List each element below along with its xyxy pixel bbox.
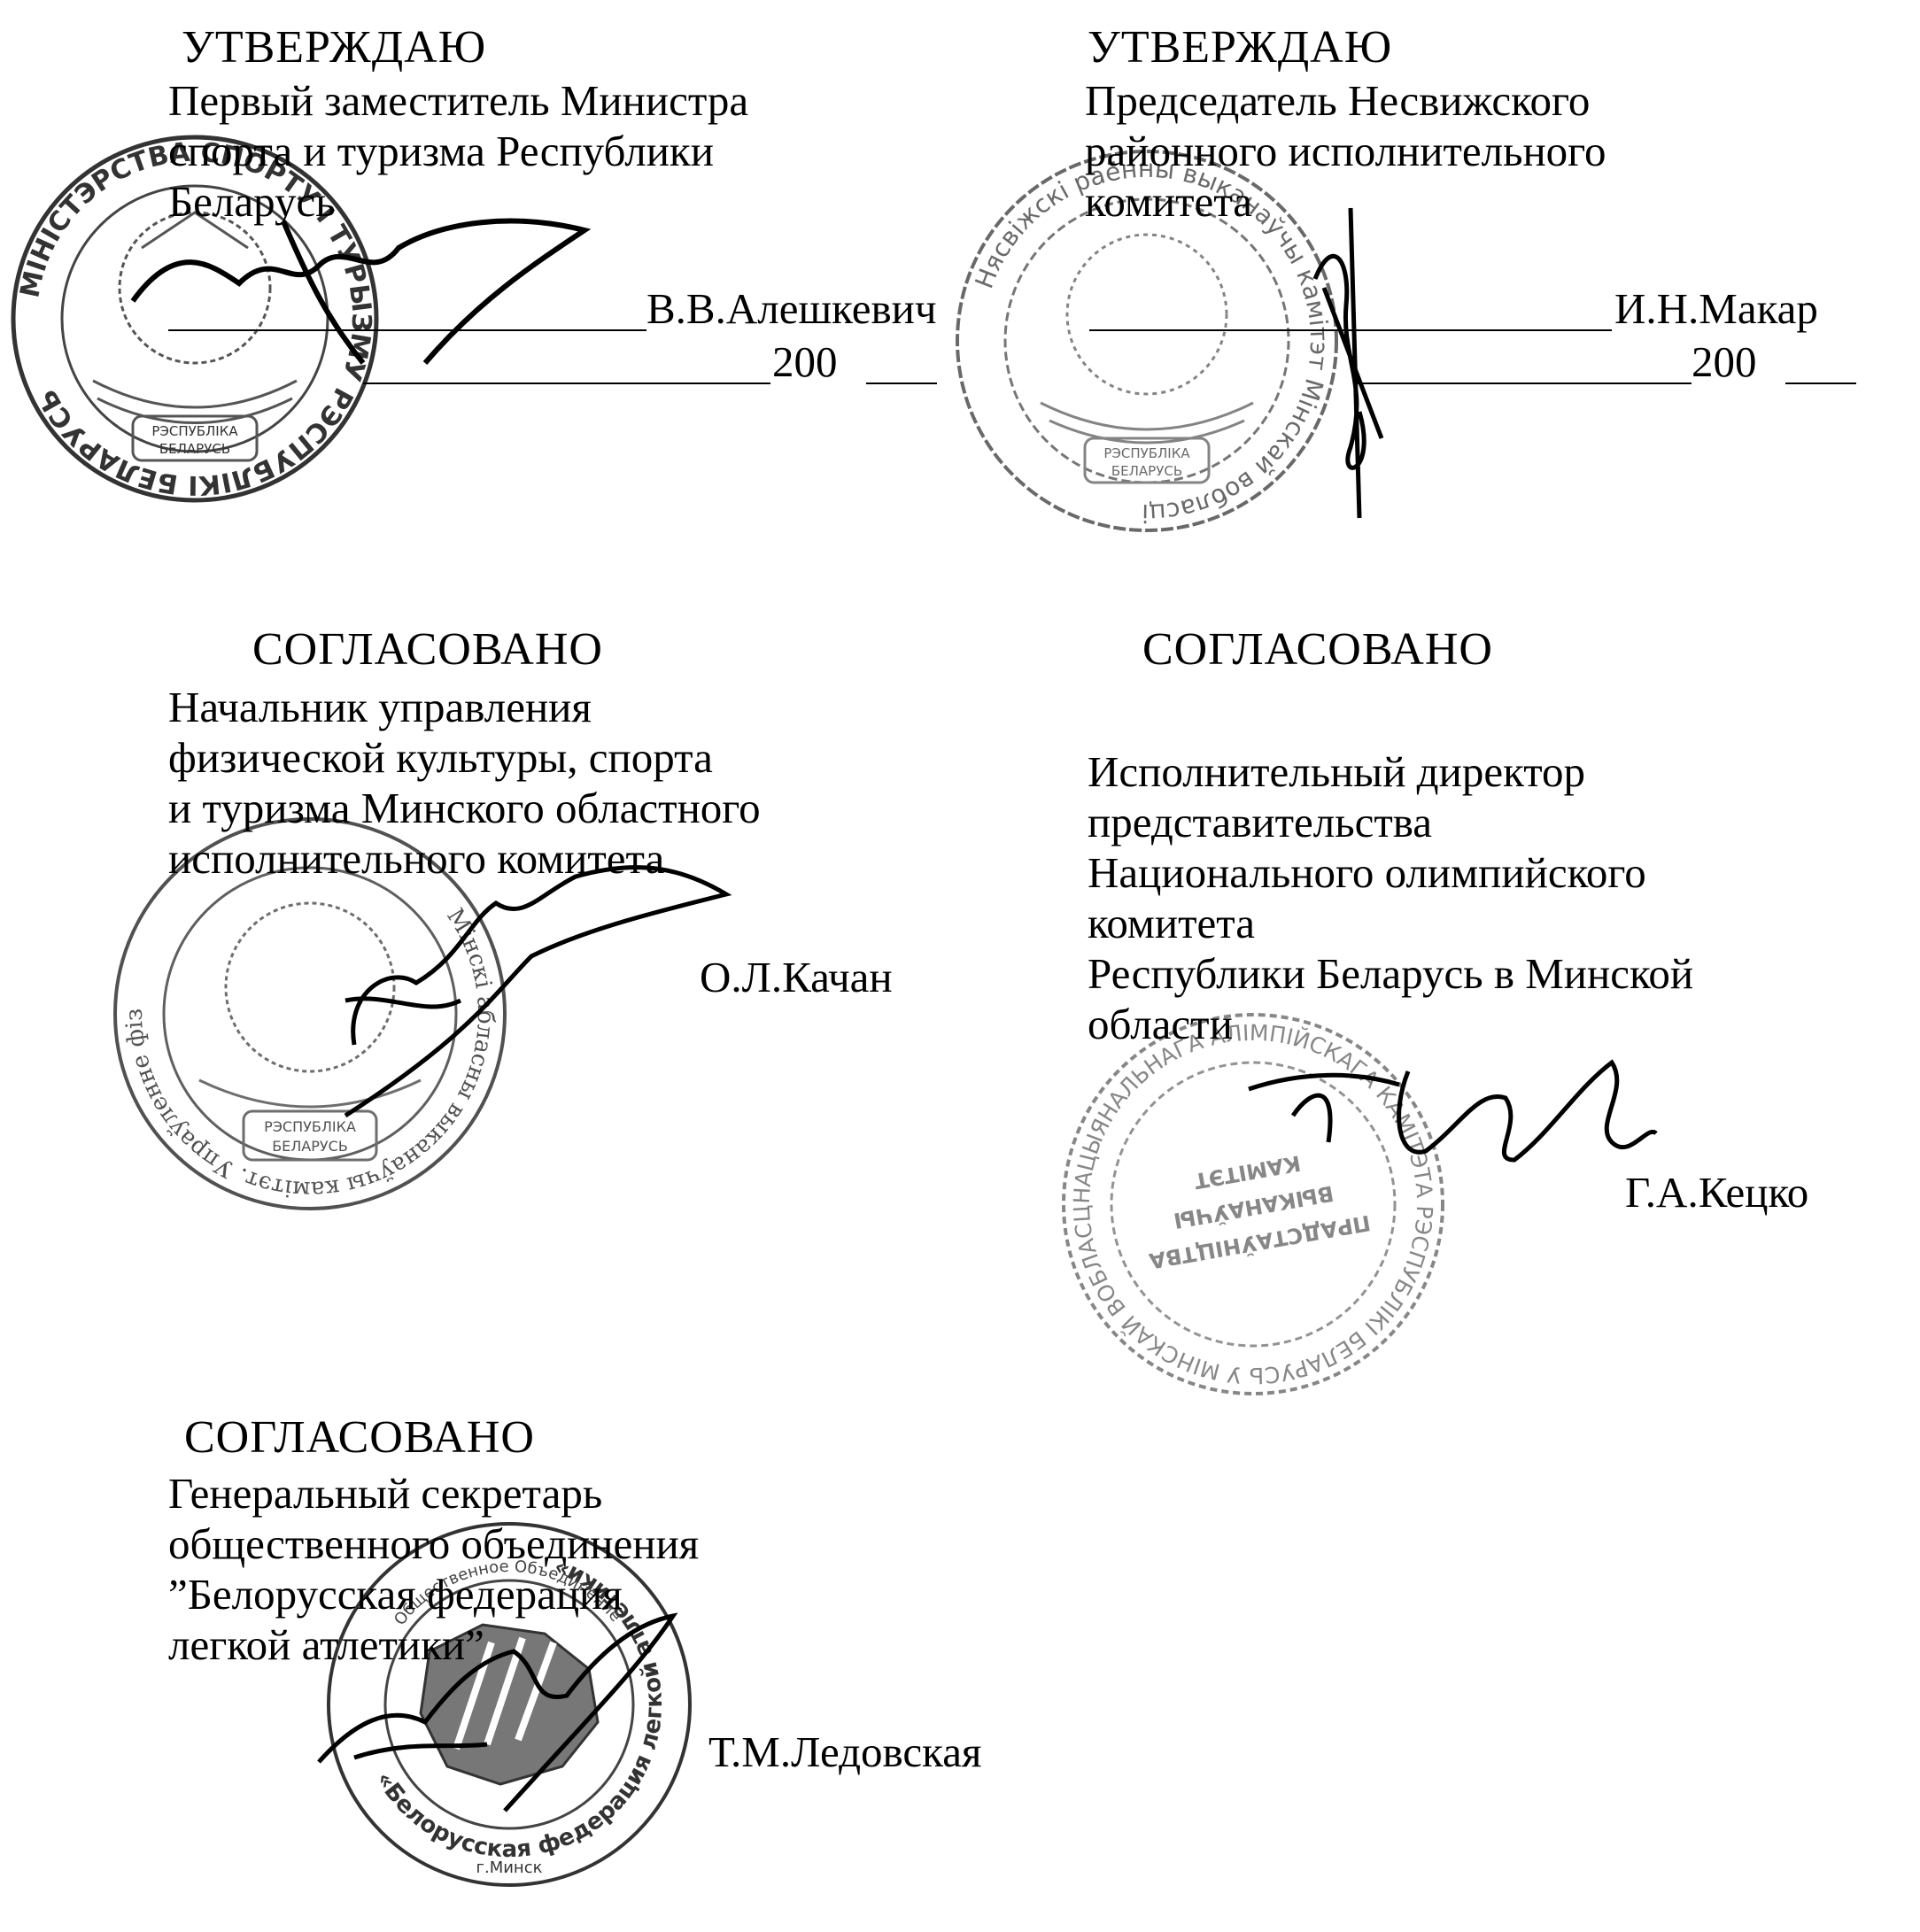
seal-olympic-committee: НАЦЫЯНАЛЬНАГА АЛІМПІЙСКАГА КАМІТЭТА РЭСП… (1058, 1009, 1448, 1399)
position-line: Генеральный секретарь (168, 1469, 603, 1518)
position-line: ”Белорусская федерация (168, 1570, 623, 1619)
position-line: физической культуры, спорта (168, 733, 713, 782)
date-line (363, 383, 770, 384)
signature-line (168, 329, 646, 331)
position-line: общественного объединения (168, 1519, 700, 1568)
heading-agreed: СОГЛАСОВАНО (1142, 624, 1493, 675)
position-line: Исполнительный директор (1088, 747, 1586, 796)
heading-agreed: СОГЛАСОВАНО (184, 1412, 535, 1463)
signatory-name: Т.М.Ледовская (708, 1727, 982, 1776)
position-line: области (1088, 1000, 1233, 1048)
seal-banner-line: БЕЛАРУСЬ (1111, 463, 1182, 479)
position-line: Начальник управления (168, 683, 592, 731)
seal-city: г.Минск (476, 1859, 543, 1877)
seal-inner-line: КАМІТЭТ (1192, 1150, 1303, 1194)
year-label: 200 (772, 337, 838, 386)
seal-banner-line: БЕЛАРУСЬ (272, 1138, 348, 1155)
heading-approve: УТВЕРЖДАЮ (1088, 22, 1393, 73)
position-line: комитета (1088, 899, 1256, 947)
position-line: Беларусь (168, 177, 336, 226)
seal-nesvizh-executive: Нясвіжскі раённы выканаўчы камітэт Мінск… (952, 146, 1342, 536)
position-line: Национального олимпийского (1088, 848, 1646, 897)
position-line: легкой атлетики” (168, 1620, 484, 1669)
seal-banner-line: РЭСПУБЛІКА (264, 1118, 356, 1135)
position-line: и туризма Минского областного (168, 784, 761, 832)
seal-banner-line: РЭСПУБЛІКА (151, 423, 238, 439)
position-line: представительства (1088, 798, 1432, 846)
year-suffix-line (1785, 383, 1856, 384)
position-line: комитета (1085, 177, 1253, 226)
signature-line (1089, 329, 1612, 331)
position-line: спорта и туризма Республики (168, 127, 714, 175)
signatory-name: И.Н.Макар (1614, 284, 1818, 333)
position-line: Республики Беларусь в Минской (1088, 949, 1694, 998)
signatory-name: О.Л.Качан (700, 953, 893, 1001)
position-line: Председатель Несвижского (1085, 76, 1591, 125)
date-line (1355, 383, 1692, 384)
position-line: районного исполнительного (1085, 127, 1606, 175)
seal-banner-line: БЕЛАРУСЬ (159, 441, 230, 457)
position-line: Первый заместитель Министра (168, 76, 749, 125)
heading-agreed: СОГЛАСОВАНО (252, 624, 603, 675)
signatory-name: Г.А.Кецко (1625, 1168, 1809, 1217)
year-label: 200 (1692, 337, 1757, 386)
position-line: исполнительного комитета (168, 834, 665, 883)
seal-banner-line: РЭСПУБЛІКА (1103, 445, 1190, 461)
year-suffix-line (866, 383, 937, 384)
signatory-name: В.В.Алешкевич (646, 284, 937, 333)
heading-approve: УТВЕРЖДАЮ (182, 22, 487, 73)
